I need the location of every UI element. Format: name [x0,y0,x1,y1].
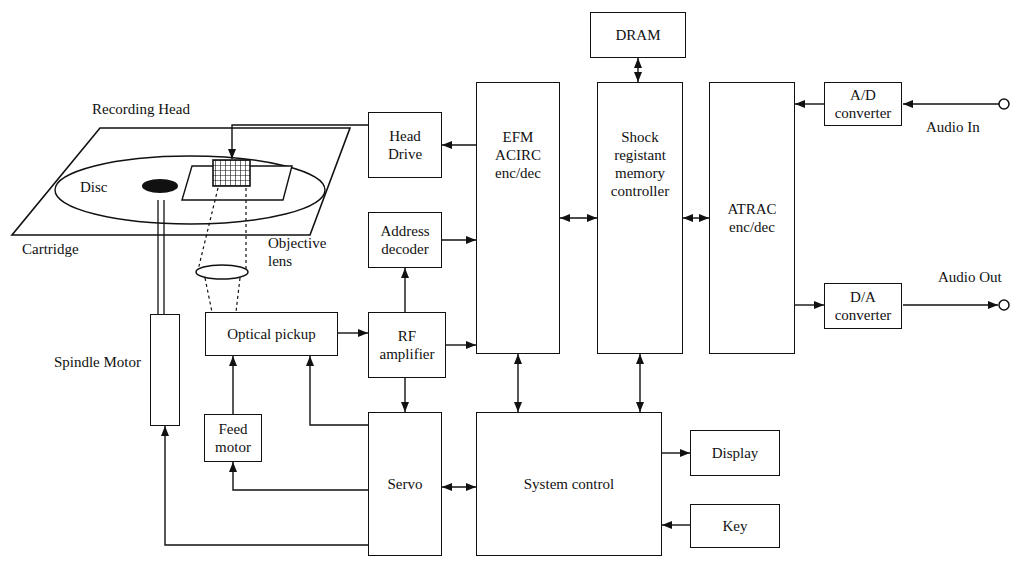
disc-hub [142,179,178,193]
servo-box: Servo [368,412,442,556]
box-label: System control [524,475,614,493]
signal-arrow [683,217,709,218]
part-label: Objective lens [268,234,338,270]
box-label: DRAM [615,26,660,44]
decoder-box: Address decoder [368,212,442,268]
spindle-shaft [163,200,164,314]
spindle-shaft [157,200,158,314]
box-label: Feed motor [209,420,257,456]
head-drive-box: Head Drive [368,112,442,178]
amplifier-box: RF amplifier [368,312,446,378]
box-label: A/D converter [831,86,895,122]
audio-in-jack [999,99,1009,109]
memory-box: DRAM [590,12,686,58]
signal-arrow [338,332,368,333]
signal-arrow [662,524,690,525]
display-box: Display [690,430,780,476]
codec-box: EFM ACIRC enc/dec [476,82,560,354]
codec-box: ATRAC enc/dec [709,82,795,354]
memory-controller-box: Shock registant memory controller [597,82,683,354]
control-box: System control [476,412,662,556]
pickup-box: Optical pickup [205,312,338,356]
part-label: Cartridge [22,240,79,258]
signal-arrow [232,356,233,414]
signal-arrow [637,58,638,82]
audio-out-jack [999,300,1009,310]
part-label: Recording Head [92,100,190,118]
signal-arrow [560,217,597,218]
signal-arrow [310,356,368,425]
signal-label: Audio Out [938,268,1002,286]
part-label: Disc [80,178,108,196]
cartridge-outline [12,128,350,235]
signal-arrow [404,268,405,312]
signal-arrow [795,304,824,305]
key-box: Key [690,504,780,548]
signal-label: Audio In [926,118,980,136]
box-label: Head Drive [379,127,431,163]
box-label: RF amplifier [374,327,440,363]
signal-arrow [662,452,690,453]
head-drive-wire [232,125,368,159]
converter-box: A/D converter [824,82,902,126]
box-label: Shock registant memory controller [604,128,676,200]
signal-arrow [446,344,476,345]
box-label: ATRAC enc/dec [725,200,780,236]
box-label: Optical pickup [227,325,316,343]
audio-in-wire [903,103,999,104]
signal-arrow [442,239,476,240]
signal-arrow [442,144,476,145]
motor-box: Spindle Motor [150,314,180,426]
light-path [198,188,246,312]
box-label: Address decoder [374,222,436,258]
box-label: Key [723,517,748,535]
disc-outline [55,156,325,224]
converter-box: D/A converter [824,283,902,329]
recording-head [213,160,250,186]
signal-arrow [795,103,824,104]
box-label: Servo [388,475,423,493]
box-label: EFM ACIRC enc/dec [487,128,549,182]
audio-out-wire [903,304,998,305]
motor-box: Feed motor [204,414,262,462]
box-label: D/A converter [831,288,895,324]
signal-arrow [639,354,640,412]
objective-lens [196,265,248,279]
signal-arrow [165,426,368,545]
signal-arrow [233,462,368,490]
signal-arrow [517,354,518,412]
box-label: Display [712,444,759,462]
signal-arrow [404,378,405,412]
signal-arrow [442,486,476,487]
box-label: Spindle Motor [54,353,141,371]
